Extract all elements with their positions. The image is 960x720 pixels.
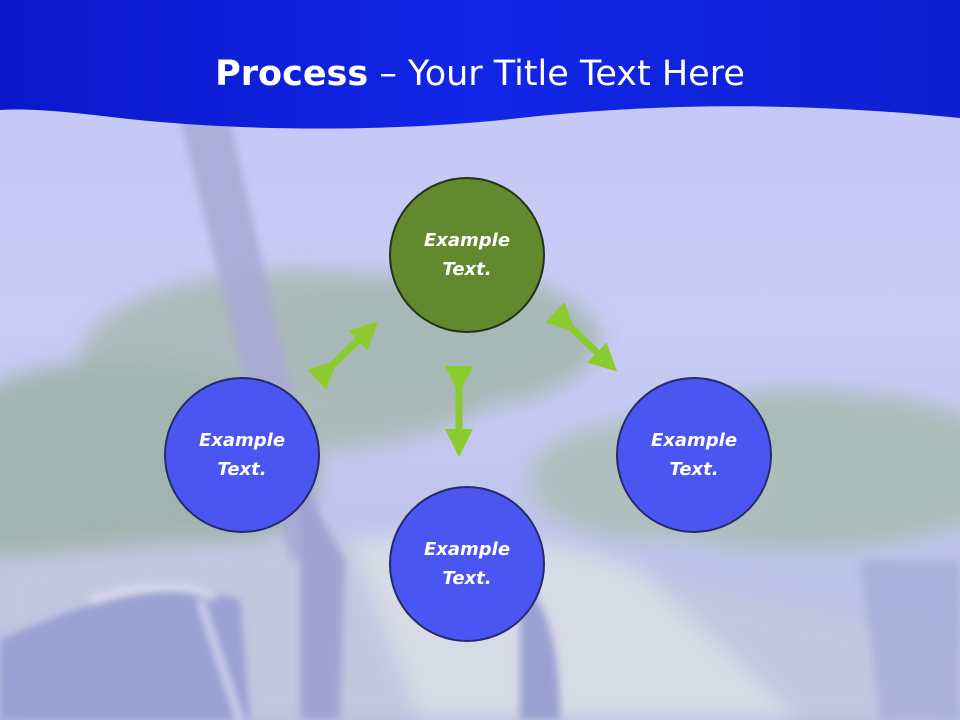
process-node-left: Example Text. (164, 377, 320, 533)
title-rest: – Your Title Text Here (368, 54, 745, 94)
header-band (0, 0, 960, 129)
process-node-top: Example Text. (389, 177, 545, 333)
node-top-line1: Example (423, 230, 511, 251)
double-headed-diagonal-arrow-icon (307, 321, 379, 390)
double-headed-diagonal-arrow-icon (545, 302, 618, 372)
node-left-line2: Text. (217, 459, 267, 480)
node-left-line1: Example (198, 430, 286, 451)
node-bottom-line2: Text. (442, 568, 492, 589)
slide-title: Process – Your Title Text Here (0, 52, 960, 96)
node-right-line2: Text. (669, 459, 719, 480)
node-bottom-line1: Example (423, 539, 511, 560)
title-bold: Process (215, 54, 369, 94)
process-node-bottom: Example Text. (389, 486, 545, 642)
process-node-right: Example Text. (616, 377, 772, 533)
node-right-line1: Example (650, 430, 738, 451)
node-top-line2: Text. (442, 259, 492, 280)
